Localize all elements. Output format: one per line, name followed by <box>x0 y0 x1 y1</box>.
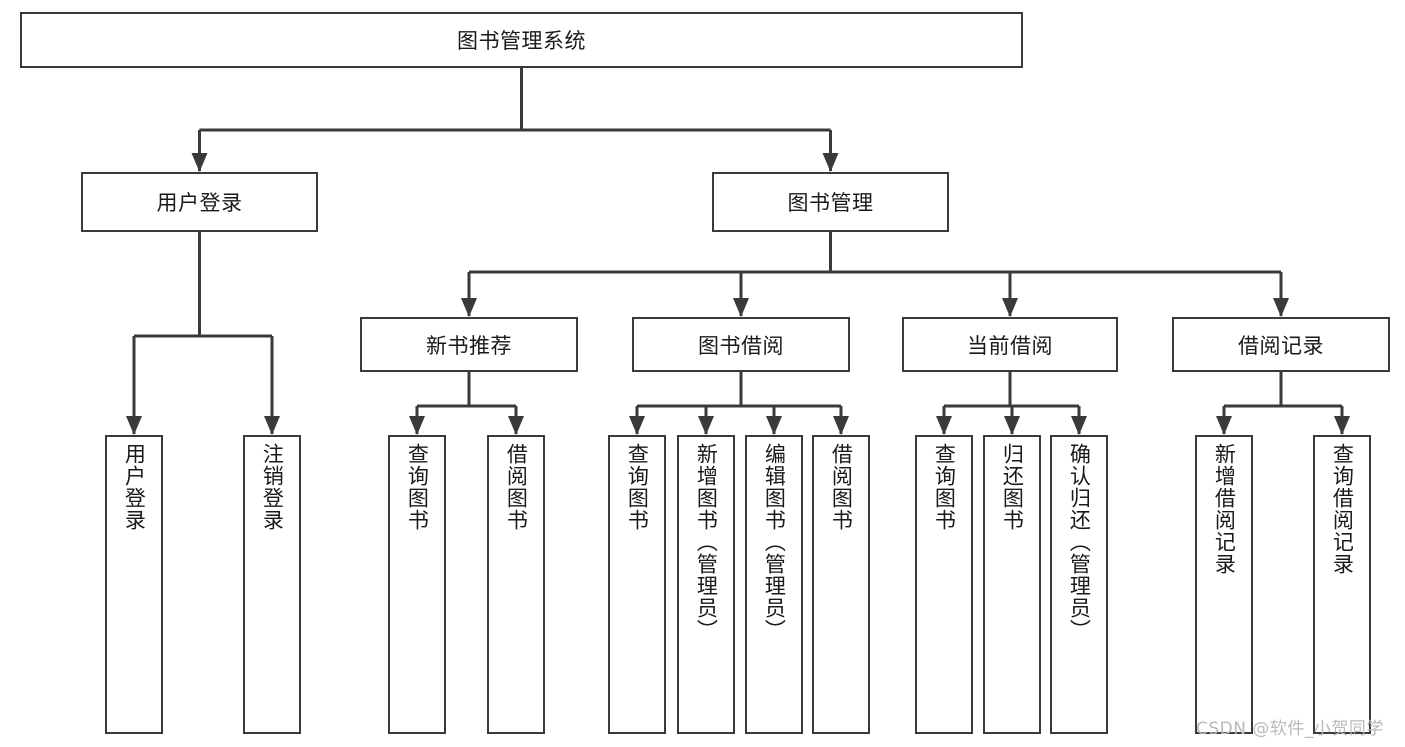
node-label: 查询图书 <box>625 443 650 531</box>
node-cb-return-book[interactable]: 归还图书 <box>983 435 1041 734</box>
node-label: 图书借阅 <box>698 333 784 358</box>
node-user-login-do[interactable]: 用户登录 <box>105 435 163 734</box>
node-br-query-record[interactable]: 查询借阅记录 <box>1313 435 1371 734</box>
node-label: 查询图书 <box>405 443 430 531</box>
node-label: 新增图书（管理员） <box>694 443 719 641</box>
node-root[interactable]: 图书管理系统 <box>20 12 1023 68</box>
node-label: 注销登录 <box>260 443 285 531</box>
watermark: CSDN @软件_小贺同学 <box>1196 719 1384 739</box>
node-cb-confirm-return[interactable]: 确认归还（管理员） <box>1050 435 1108 734</box>
node-label: 当前借阅 <box>967 333 1053 358</box>
node-borrow-record[interactable]: 借阅记录 <box>1172 317 1390 372</box>
node-label: 用户登录 <box>156 191 243 215</box>
node-label: 查询图书 <box>932 443 957 531</box>
node-book-borrow[interactable]: 图书借阅 <box>632 317 850 372</box>
node-label: 编辑图书（管理员） <box>762 443 787 641</box>
node-label: 图书管理 <box>787 191 874 215</box>
node-label: 新书推荐 <box>426 333 512 358</box>
node-user-logout[interactable]: 注销登录 <box>243 435 301 734</box>
node-label: 归还图书 <box>1000 443 1025 531</box>
node-current-borrow[interactable]: 当前借阅 <box>902 317 1118 372</box>
node-label: 借阅记录 <box>1238 333 1324 358</box>
node-label: 确认归还（管理员） <box>1067 443 1092 641</box>
node-new-book-recommend[interactable]: 新书推荐 <box>360 317 578 372</box>
node-label: 新增借阅记录 <box>1212 443 1237 575</box>
node-label: 借阅图书 <box>829 443 854 531</box>
node-label: 用户登录 <box>122 443 147 531</box>
node-label: 借阅图书 <box>504 443 529 531</box>
node-cb-query-book[interactable]: 查询图书 <box>915 435 973 734</box>
node-bb-query-book[interactable]: 查询图书 <box>608 435 666 734</box>
node-nbr-query-book[interactable]: 查询图书 <box>388 435 446 734</box>
node-bb-edit-book[interactable]: 编辑图书（管理员） <box>745 435 803 734</box>
node-bb-add-book[interactable]: 新增图书（管理员） <box>677 435 735 734</box>
node-bb-borrow-book[interactable]: 借阅图书 <box>812 435 870 734</box>
node-user-login[interactable]: 用户登录 <box>81 172 318 232</box>
node-br-add-record[interactable]: 新增借阅记录 <box>1195 435 1253 734</box>
node-label: 查询借阅记录 <box>1330 443 1355 575</box>
node-book-manage[interactable]: 图书管理 <box>712 172 949 232</box>
node-nbr-borrow-book[interactable]: 借阅图书 <box>487 435 545 734</box>
node-label: 图书管理系统 <box>457 29 586 53</box>
